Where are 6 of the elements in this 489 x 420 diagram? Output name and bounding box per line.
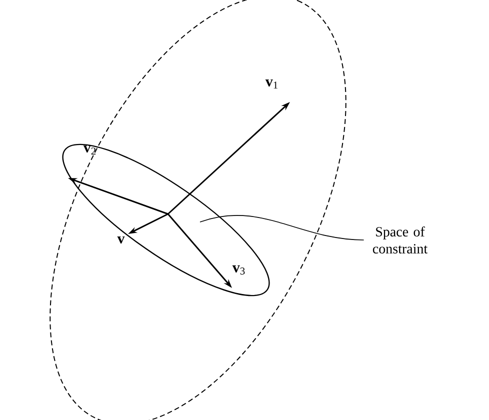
- vector-label: v$_{2}$: [83, 145, 96, 155]
- annotation-text: Space of constraint: [372, 226, 428, 254]
- vector-label: v$_{1}$: [265, 79, 278, 89]
- leader-line: [200, 215, 364, 240]
- vector-label: v$_{3}$: [232, 265, 245, 275]
- vector-label: v: [117, 236, 125, 244]
